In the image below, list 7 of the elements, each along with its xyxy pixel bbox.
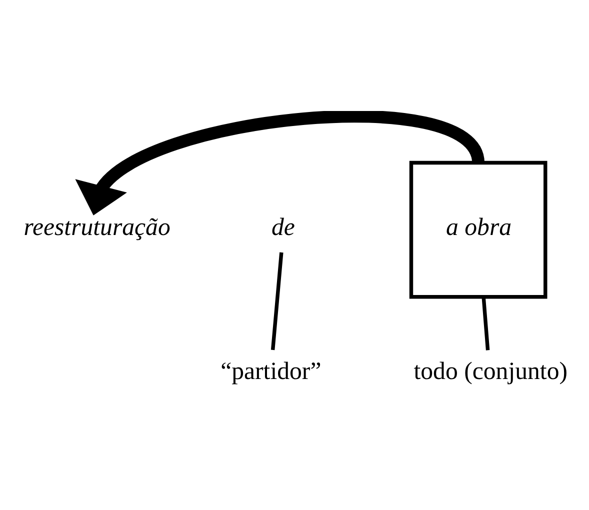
connector <box>482 296 490 350</box>
node-text: “partidor” <box>220 357 322 384</box>
connector <box>270 252 284 350</box>
node-text: reestruturação <box>24 213 170 240</box>
node-text: todo (conjunto) <box>414 357 568 384</box>
node-box: a obra <box>409 160 548 298</box>
node-text: de <box>272 213 295 240</box>
